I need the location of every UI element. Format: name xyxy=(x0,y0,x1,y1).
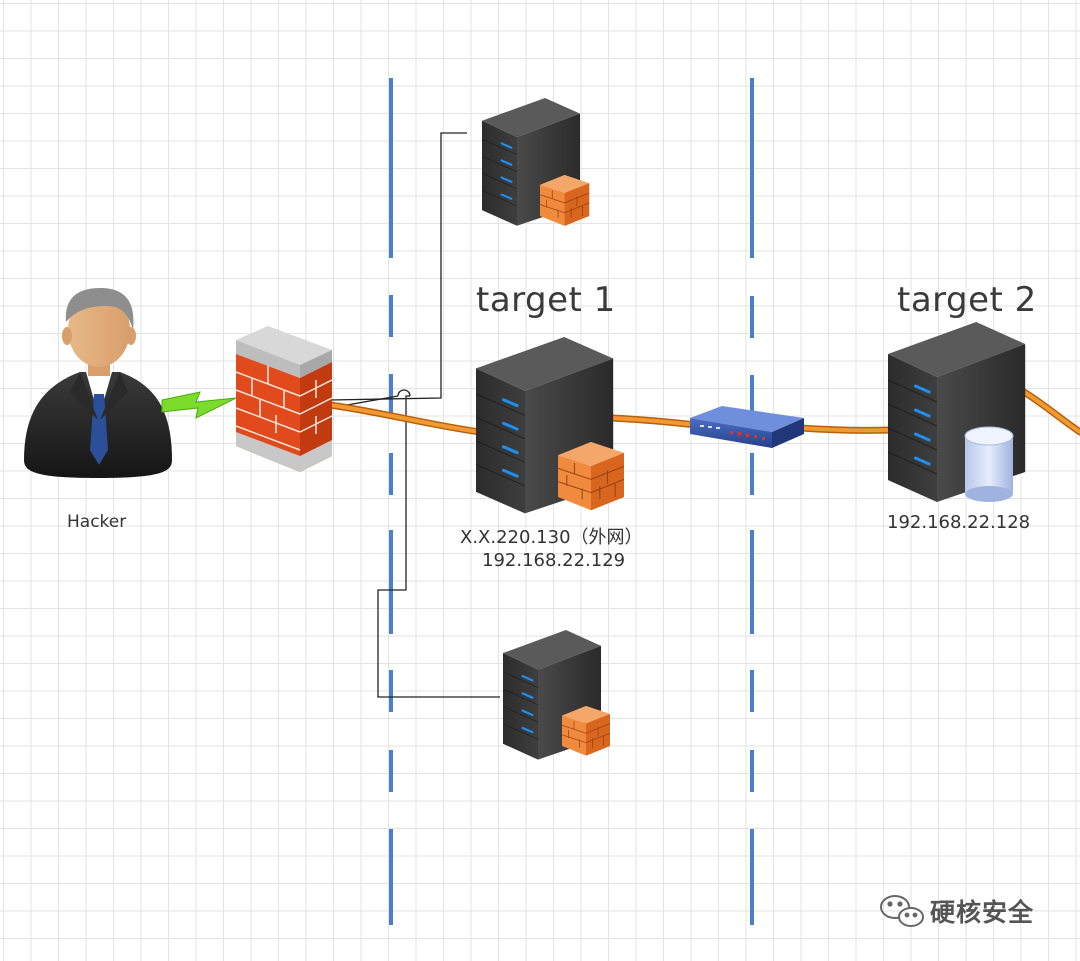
database-cylinder xyxy=(964,426,1014,502)
target2-ip: 192.168.22.128 xyxy=(887,512,1031,533)
switch-icon xyxy=(690,406,804,448)
hacker-label: Hacker xyxy=(67,512,127,532)
hacker-avatar-icon xyxy=(24,288,172,478)
connector-lines xyxy=(329,132,500,698)
target1-ip-internal: 192.168.22.129 xyxy=(482,550,626,571)
network-links xyxy=(326,388,1080,436)
target1-title: target 1 xyxy=(476,280,616,320)
target2-title: target 2 xyxy=(897,280,1037,320)
watermark: 硬核安全 xyxy=(876,893,1034,929)
watermark-text: 硬核安全 xyxy=(930,898,1035,927)
target1-ip-external: X.X.220.130（外网） xyxy=(460,527,643,548)
lightning-icon xyxy=(161,391,237,419)
wechat-icon xyxy=(880,895,924,927)
firewall-icon xyxy=(235,326,333,472)
